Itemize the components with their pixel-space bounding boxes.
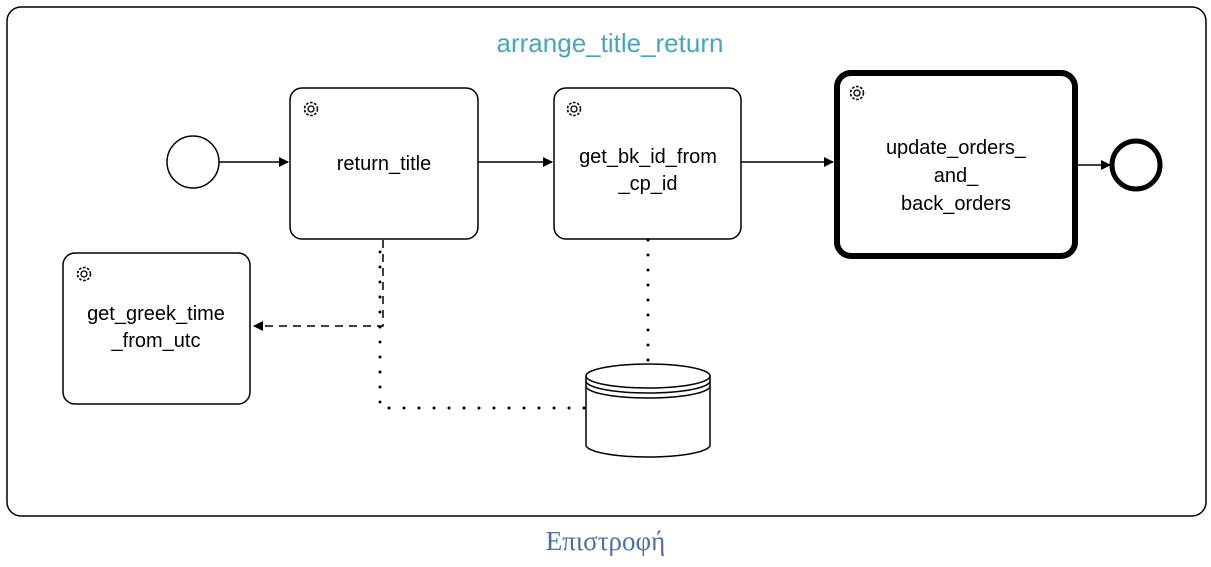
- call-get-greek-time[interactable]: [253, 240, 384, 331]
- task-label-line-1: get_bk_id_from: [579, 146, 717, 168]
- task-label: return_title: [337, 153, 432, 175]
- start-event[interactable]: [166, 135, 220, 189]
- task-label-line-2: _from_utc: [111, 330, 201, 352]
- task-label-line-1: update_orders_: [886, 137, 1027, 159]
- task-label-line-1: get_greek_time: [87, 303, 225, 325]
- end-event[interactable]: [1109, 138, 1163, 192]
- bpmn-diagram: arrange_title_return return_title get_bk…: [6, 6, 1207, 517]
- task-get-greek-time-from-utc[interactable]: get_greek_time _from_utc: [62, 252, 251, 405]
- database-icon[interactable]: [585, 363, 711, 458]
- task-update-orders-and-back-orders[interactable]: update_orders_ and_ back_orders: [834, 70, 1078, 259]
- figure-caption: Επιστροφή: [545, 526, 666, 556]
- task-get-bk-id-from-cp-id[interactable]: get_bk_id_from _cp_id: [553, 87, 742, 240]
- task-label-line-3: back_orders: [901, 193, 1011, 215]
- task-label-line-2: _cp_id: [618, 173, 678, 195]
- task-label-line-2: and_: [934, 165, 979, 187]
- process-title: arrange_title_return: [497, 28, 724, 58]
- task-return-title[interactable]: return_title: [289, 87, 479, 240]
